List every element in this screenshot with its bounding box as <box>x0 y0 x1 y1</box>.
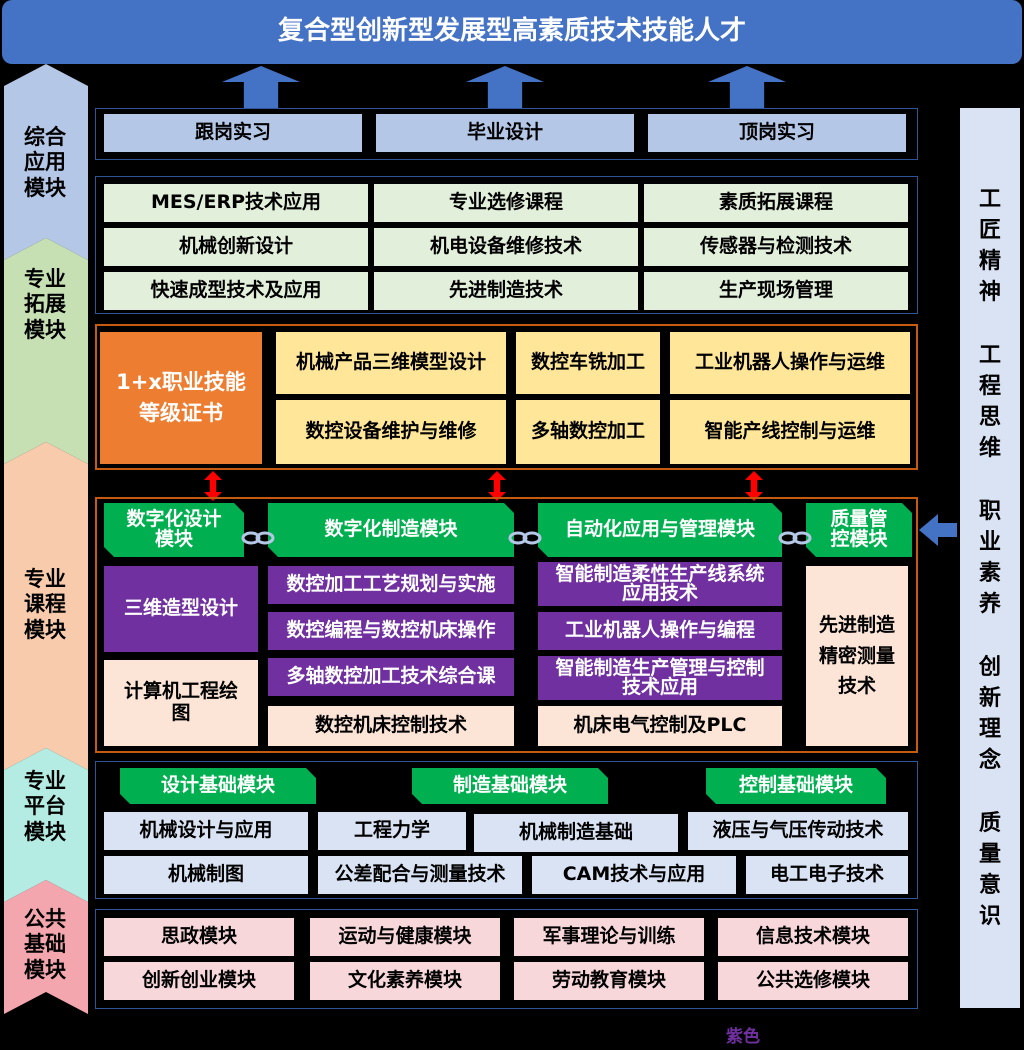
certificate-item: 数控设备维护与维修 <box>276 400 506 464</box>
module-tag-digital-design: 数字化设计 模块 <box>104 503 244 557</box>
platform-item: 机械设计与应用 <box>104 812 308 850</box>
extension-item: 专业选修课程 <box>374 184 638 222</box>
level-chevron-public <box>4 880 88 1014</box>
module-tag-design-base: 设计基础模块 <box>120 768 316 804</box>
course-panel <box>95 497 918 753</box>
level-chevron-course <box>4 442 88 770</box>
course-item-manufacturing: 数控编程与数控机床操作 <box>268 612 514 650</box>
certificate-item: 工业机器人操作与运维 <box>670 332 910 394</box>
extension-item: 生产现场管理 <box>644 272 908 310</box>
extension-item: 传感器与检测技术 <box>644 228 908 266</box>
platform-item: 公差配合与测量技术 <box>318 856 522 894</box>
double-arrow-icon <box>488 471 506 501</box>
level-label-extension: 专业 拓展 模块 <box>24 267 66 342</box>
certificate-item: 多轴数控加工 <box>516 400 660 464</box>
platform-item: CAM技术与应用 <box>532 856 736 894</box>
course-item-manufacturing: 多轴数控加工技术综合课 <box>268 658 514 696</box>
course-item-manufacturing: 数控加工工艺规划与实施 <box>268 566 514 604</box>
link-icon <box>778 531 812 545</box>
extension-item: 先进制造技术 <box>374 272 638 310</box>
level-chevron-extension <box>4 238 88 464</box>
course-item-automation: 智能制造生产管理与控制 技术应用 <box>538 656 782 700</box>
extension-item: 素质拓展课程 <box>644 184 908 222</box>
level-label-course: 专业 课程 模块 <box>24 567 66 642</box>
comprehensive-panel <box>95 108 918 160</box>
link-icon <box>508 531 542 545</box>
course-item-automation: 工业机器人操作与编程 <box>538 612 782 650</box>
public-item: 劳动教育模块 <box>514 962 704 1000</box>
course-item-design: 三维造型设计 <box>104 566 258 652</box>
extension-panel <box>95 176 918 314</box>
certificate-item: 数控车铣加工 <box>516 332 660 394</box>
module-tag-automation: 自动化应用与管理模块 <box>538 503 782 557</box>
course-item-design: 计算机工程绘 图 <box>104 660 258 746</box>
platform-panel <box>95 761 918 899</box>
quality-word: 工程思维 <box>978 343 1001 461</box>
up-arrow-icon <box>222 66 300 108</box>
course-item-quality: 先进制造 精密测量 技术 <box>806 566 908 746</box>
level-label-public: 公共 基础 模块 <box>24 907 66 982</box>
certificate-item: 机械产品三维模型设计 <box>276 332 506 394</box>
comprehensive-item: 顶岗实习 <box>648 114 906 152</box>
platform-item: 电工电子技术 <box>746 856 908 894</box>
platform-item: 机械制造基础 <box>474 814 678 852</box>
public-panel <box>95 909 918 1009</box>
page-title: 复合型创新型发展型高素质技术技能人才 <box>2 0 1022 64</box>
link-icon <box>241 531 275 545</box>
qualities-panel: 工匠精神 工程思维 职业素养 创新理念 质量意识 <box>960 108 1020 1008</box>
extension-item: 机电设备维修技术 <box>374 228 638 266</box>
public-item: 军事理论与训练 <box>514 918 704 956</box>
module-level-column <box>4 64 88 1014</box>
extension-item: MES/ERP技术应用 <box>104 184 368 222</box>
platform-item: 机械制图 <box>104 856 308 894</box>
course-item-manufacturing: 数控机床控制技术 <box>268 706 514 746</box>
double-arrow-icon <box>745 471 763 501</box>
level-chevron-platform <box>4 748 88 902</box>
certificate-item: 智能产线控制与运维 <box>670 400 910 464</box>
double-arrow-icon <box>204 471 222 501</box>
extension-item: 快速成型技术及应用 <box>104 272 368 310</box>
module-tag-manufacturing-base: 制造基础模块 <box>412 768 608 804</box>
up-arrow-icon <box>466 66 544 108</box>
public-item: 创新创业模块 <box>104 962 294 1000</box>
module-tag-digital-manufacturing: 数字化制造模块 <box>268 503 514 557</box>
quality-word: 工匠精神 <box>978 187 1001 305</box>
comprehensive-item: 毕业设计 <box>376 114 634 152</box>
public-item: 信息技术模块 <box>718 918 908 956</box>
course-item-automation: 机床电气控制及PLC <box>538 706 782 746</box>
platform-item: 液压与气压传动技术 <box>688 812 908 850</box>
comprehensive-item: 跟岗实习 <box>104 114 362 152</box>
public-item: 运动与健康模块 <box>310 918 500 956</box>
module-tag-control-base: 控制基础模块 <box>706 768 886 804</box>
up-arrow-icon <box>708 66 786 108</box>
level-label-platform: 专业 平台 模块 <box>24 769 66 844</box>
quality-word: 创新理念 <box>978 655 1001 773</box>
public-item: 文化素养模块 <box>310 962 500 1000</box>
left-arrow-icon <box>919 514 957 546</box>
certificate-panel <box>95 324 918 470</box>
level-chevron-comprehensive <box>4 64 88 260</box>
module-tag-quality: 质量管 控模块 <box>806 503 912 557</box>
course-item-automation: 智能制造柔性生产线系统 应用技术 <box>538 562 782 606</box>
caption: 紫色 <box>726 1027 760 1047</box>
public-item: 公共选修模块 <box>718 962 908 1000</box>
certificate-label: 1+x职业技能 等级证书 <box>100 332 262 464</box>
public-item: 思政模块 <box>104 918 294 956</box>
quality-word: 职业素养 <box>978 499 1001 617</box>
level-label-comprehensive: 综合 应用 模块 <box>24 125 66 200</box>
quality-word: 质量意识 <box>978 811 1001 929</box>
extension-item: 机械创新设计 <box>104 228 368 266</box>
platform-item: 工程力学 <box>318 812 466 850</box>
